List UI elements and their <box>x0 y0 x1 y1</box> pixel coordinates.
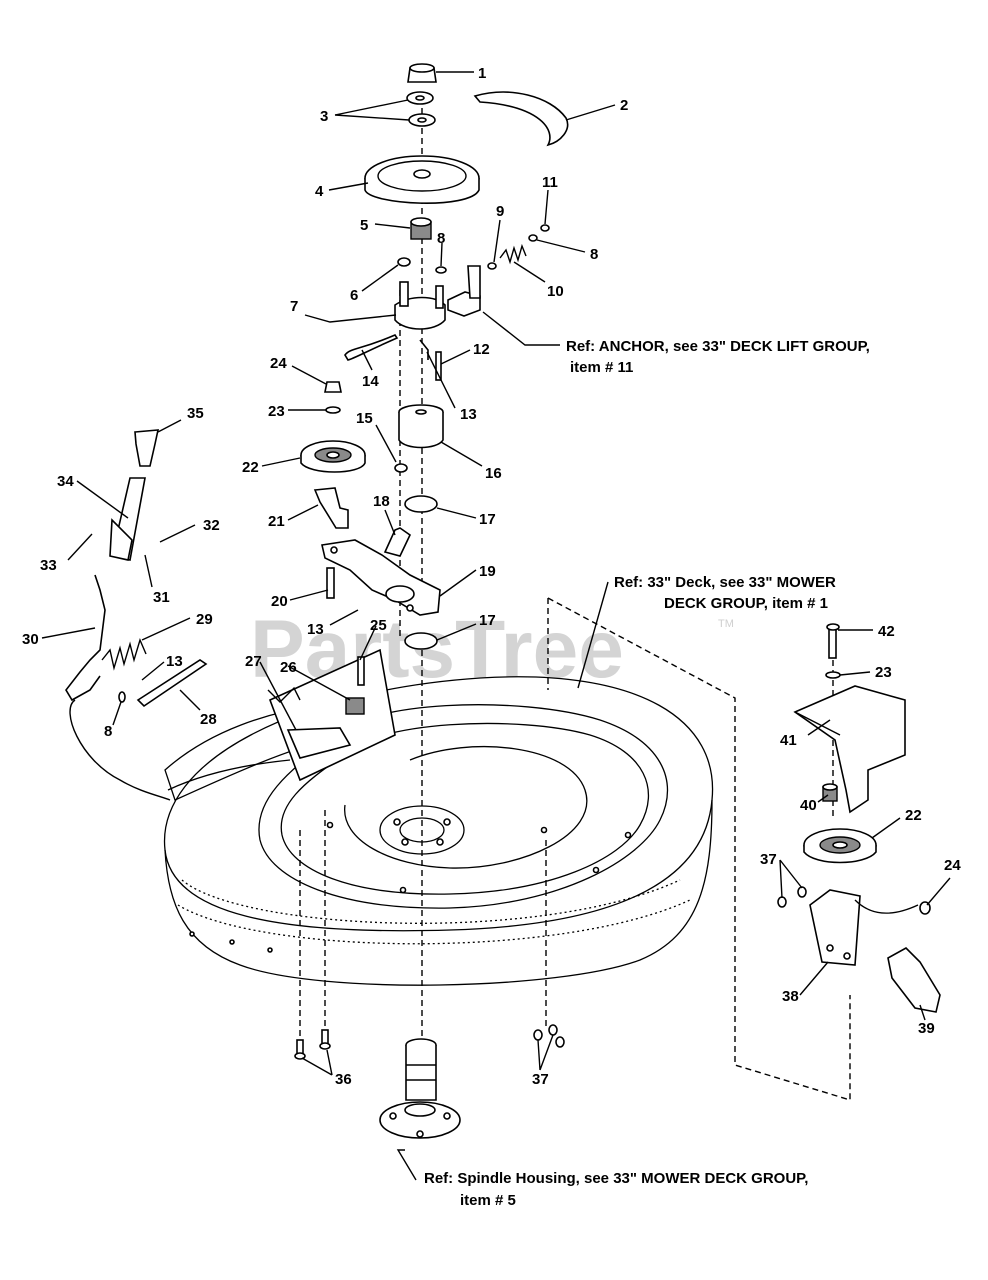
idler-plate-19-part <box>321 539 441 616</box>
watermark-trademark: TM <box>718 618 734 630</box>
callout-37-bottom: 37 <box>532 1071 549 1088</box>
pin-13-part <box>435 351 442 381</box>
callout-8-upper: 8 <box>437 230 445 247</box>
washer-11-part <box>540 224 550 232</box>
callout-6: 6 <box>350 287 358 304</box>
callout-27: 27 <box>245 653 262 670</box>
pulley-part <box>364 155 480 204</box>
callout-4: 4 <box>315 183 324 200</box>
callout-36: 36 <box>335 1071 352 1088</box>
callout-40: 40 <box>800 797 817 814</box>
hex-nut-part <box>407 63 437 83</box>
callout-1: 1 <box>478 65 486 82</box>
callout-9: 9 <box>496 203 504 220</box>
callout-16: 16 <box>485 465 502 482</box>
callout-37-right: 37 <box>760 851 777 868</box>
ref-anchor-line2: item # 11 <box>570 359 633 376</box>
callout-14: 14 <box>362 373 379 390</box>
callout-23-left: 23 <box>268 403 285 420</box>
callout-2: 2 <box>620 97 628 114</box>
callout-32: 32 <box>203 517 220 534</box>
callout-30: 30 <box>22 631 39 648</box>
callout-13-left: 13 <box>166 653 183 670</box>
ring-17a-part <box>404 495 438 513</box>
bolts-36 <box>294 1029 331 1060</box>
cotter-pin-12-part <box>419 339 429 360</box>
pulley-16-part <box>398 404 444 449</box>
washer-6-part <box>397 257 411 267</box>
callout-22-left: 22 <box>242 459 259 476</box>
callout-31: 31 <box>153 589 170 606</box>
callout-42: 42 <box>878 623 895 640</box>
callout-29: 29 <box>196 611 213 628</box>
ref-spindle-line1: Ref: Spindle Housing, see 33" MOWER DECK… <box>424 1170 808 1187</box>
spring-10-part <box>499 243 527 265</box>
callout-8-right: 8 <box>590 246 598 263</box>
nut-8b-part <box>528 234 538 242</box>
callout-41: 41 <box>780 732 797 749</box>
callout-numbers: 1 2 3 4 5 6 7 8 8 8 9 10 11 12 13 13 13 … <box>22 65 961 1088</box>
callout-23-right: 23 <box>875 664 892 681</box>
belt-keeper-part <box>473 91 569 147</box>
callout-22-right: 22 <box>905 807 922 824</box>
nut-8-part <box>435 266 447 274</box>
callout-17-lower: 17 <box>479 612 496 629</box>
right-side-assembly <box>777 623 941 1013</box>
spindle-housing-part <box>379 1038 461 1139</box>
callout-25: 25 <box>370 617 387 634</box>
callout-3: 3 <box>320 108 328 125</box>
callout-21: 21 <box>268 513 285 530</box>
washer-9-part <box>487 262 497 270</box>
callout-34: 34 <box>57 473 74 490</box>
mower-deck <box>163 676 714 986</box>
spring-18-part <box>383 527 412 557</box>
callout-13-upper: 13 <box>460 406 477 423</box>
callout-13-middle: 13 <box>307 621 324 638</box>
ref-deck-line2: DECK GROUP, item # 1 <box>664 595 828 612</box>
anchor-bracket-part <box>447 265 481 317</box>
ref-deck-line1: Ref: 33" Deck, see 33" MOWER <box>614 574 836 591</box>
callout-8-left: 8 <box>104 723 112 740</box>
watermark-text: PartsTree <box>250 604 624 695</box>
leader-lines <box>41 71 951 1181</box>
callout-11: 11 <box>542 174 558 191</box>
callout-10: 10 <box>547 283 564 300</box>
pivot-bolt-14-part <box>344 334 399 361</box>
deck-reference-outline <box>547 597 851 1101</box>
ring-17b-part <box>404 632 438 650</box>
callout-24-right: 24 <box>944 857 961 874</box>
ref-anchor-line1: Ref: ANCHOR, see 33" DECK LIFT GROUP, <box>566 338 870 355</box>
washer-15-part <box>394 463 408 473</box>
idler-stack-left <box>300 381 366 473</box>
callout-12: 12 <box>473 341 490 358</box>
callout-5: 5 <box>360 217 368 234</box>
callout-24-left: 24 <box>270 355 287 372</box>
callout-17-upper: 17 <box>479 511 496 528</box>
callout-19: 19 <box>479 563 496 580</box>
idler-arm-part <box>394 281 446 330</box>
callout-18: 18 <box>373 493 390 510</box>
lever-assembly-left <box>65 429 208 801</box>
washer-parts <box>406 91 436 127</box>
callout-38: 38 <box>782 988 799 1005</box>
callout-35: 35 <box>187 405 204 422</box>
bracket-21-part <box>313 487 349 529</box>
bearing-spacer-part <box>410 217 432 240</box>
callout-39: 39 <box>918 1020 935 1037</box>
callout-20: 20 <box>271 593 288 610</box>
callout-33: 33 <box>40 557 57 574</box>
bolt-20-part <box>326 567 335 599</box>
callout-7: 7 <box>290 298 298 315</box>
reference-notes: Ref: ANCHOR, see 33" DECK LIFT GROUP, it… <box>424 338 870 1209</box>
callout-15: 15 <box>356 410 373 427</box>
callout-26: 26 <box>280 659 297 676</box>
bracket-assembly-25-27 <box>267 648 396 782</box>
ref-spindle-line2: item # 5 <box>460 1192 516 1209</box>
callout-28: 28 <box>200 711 217 728</box>
spring-29-part <box>101 637 147 671</box>
